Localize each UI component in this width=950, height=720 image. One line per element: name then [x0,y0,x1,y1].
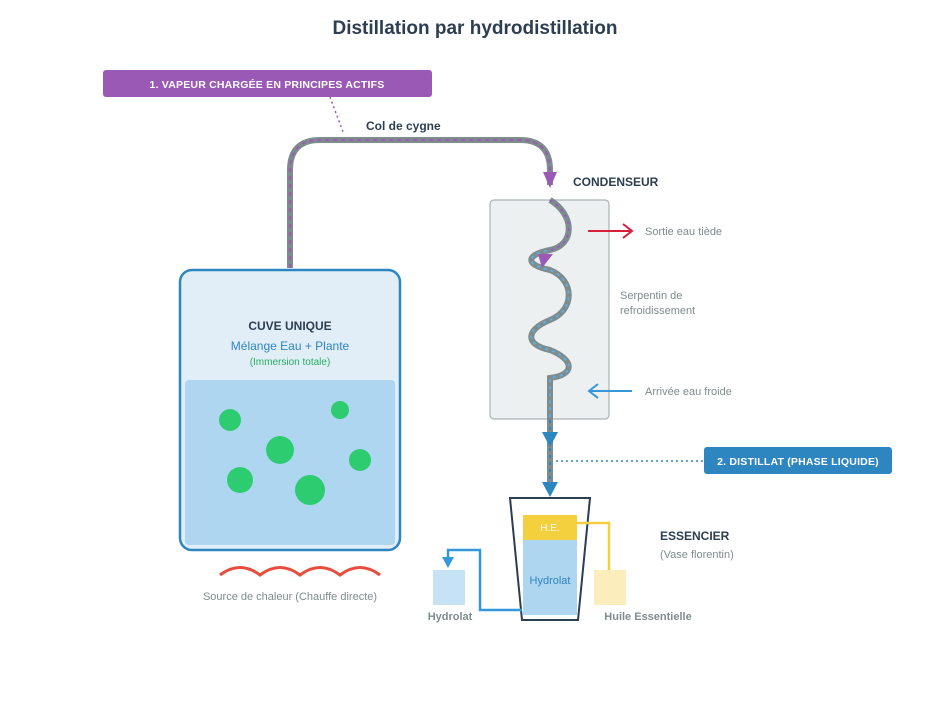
hydrolat-output-label: Hydrolat [428,611,473,623]
hydrolat-layer-label: Hydrolat [530,575,571,587]
essencier-subtitle: (Vase florentin) [660,549,734,561]
warm-water-outlet [588,223,634,239]
vapor-step-leader [329,96,344,133]
distillate-step-badge: 2. DISTILLAT (PHASE LIQUIDE) [704,447,892,474]
hydrolat-layer [523,540,577,615]
arrow-down-icon [538,254,553,268]
cooling-coil [528,197,572,420]
cold-water-inlet-label: Arrivée eau froide [645,386,732,398]
arrow-left-icon [587,383,599,399]
arrow-down-icon [542,432,558,447]
tank-mix-label: Mélange Eau + Plante [231,339,350,353]
tank-immersion-label: (Immersion totale) [250,357,331,368]
plant-particle [331,401,349,419]
gooseneck-label: Col de cygne [366,119,441,133]
arrow-down-icon [542,482,558,497]
distillate-step-label: 2. DISTILLAT (PHASE LIQUIDE) [717,456,879,468]
plant-particle [219,409,241,431]
essencier-vessel [508,497,592,621]
coil-label-line1: Serpentin de [620,290,682,302]
gooseneck-pipe [287,137,553,268]
heat-source-label: Source de chaleur (Chauffe directe) [203,591,377,603]
arrow-down-icon [543,172,557,188]
essential-oil-layer-label: H.E. [540,523,559,534]
hydrolat-container [433,570,465,605]
vapor-step-label: 1. VAPEUR CHARGÉE EN PRINCIPES ACTIFS [150,78,385,91]
essential-oil-output-label: Huile Essentielle [604,611,691,623]
essencier-title: ESSENCIER [660,529,730,543]
plant-particle [227,467,253,493]
heat-source-waves [219,566,381,577]
cold-water-inlet [587,383,632,399]
tank [178,268,402,552]
essential-oil-layer [523,515,577,540]
tank-title: CUVE UNIQUE [248,319,331,333]
condenser-title: CONDENSEUR [573,175,659,189]
oil-outflow-pipe [577,521,611,570]
warm-water-outlet-label: Sortie eau tiède [645,226,722,238]
arrow-down-icon [442,557,454,568]
page-title: Distillation par hydrodistillation [332,18,617,39]
coil-label-line2: refroidissement [620,305,695,317]
essential-oil-container [594,570,626,605]
hydrolat-outflow-pipe [446,548,522,612]
plant-particle [295,475,325,505]
vapor-step-badge: 1. VAPEUR CHARGÉE EN PRINCIPES ACTIFS [103,70,432,97]
arrow-right-icon [622,223,634,239]
plant-particle [266,436,294,464]
plant-particle [349,449,371,471]
